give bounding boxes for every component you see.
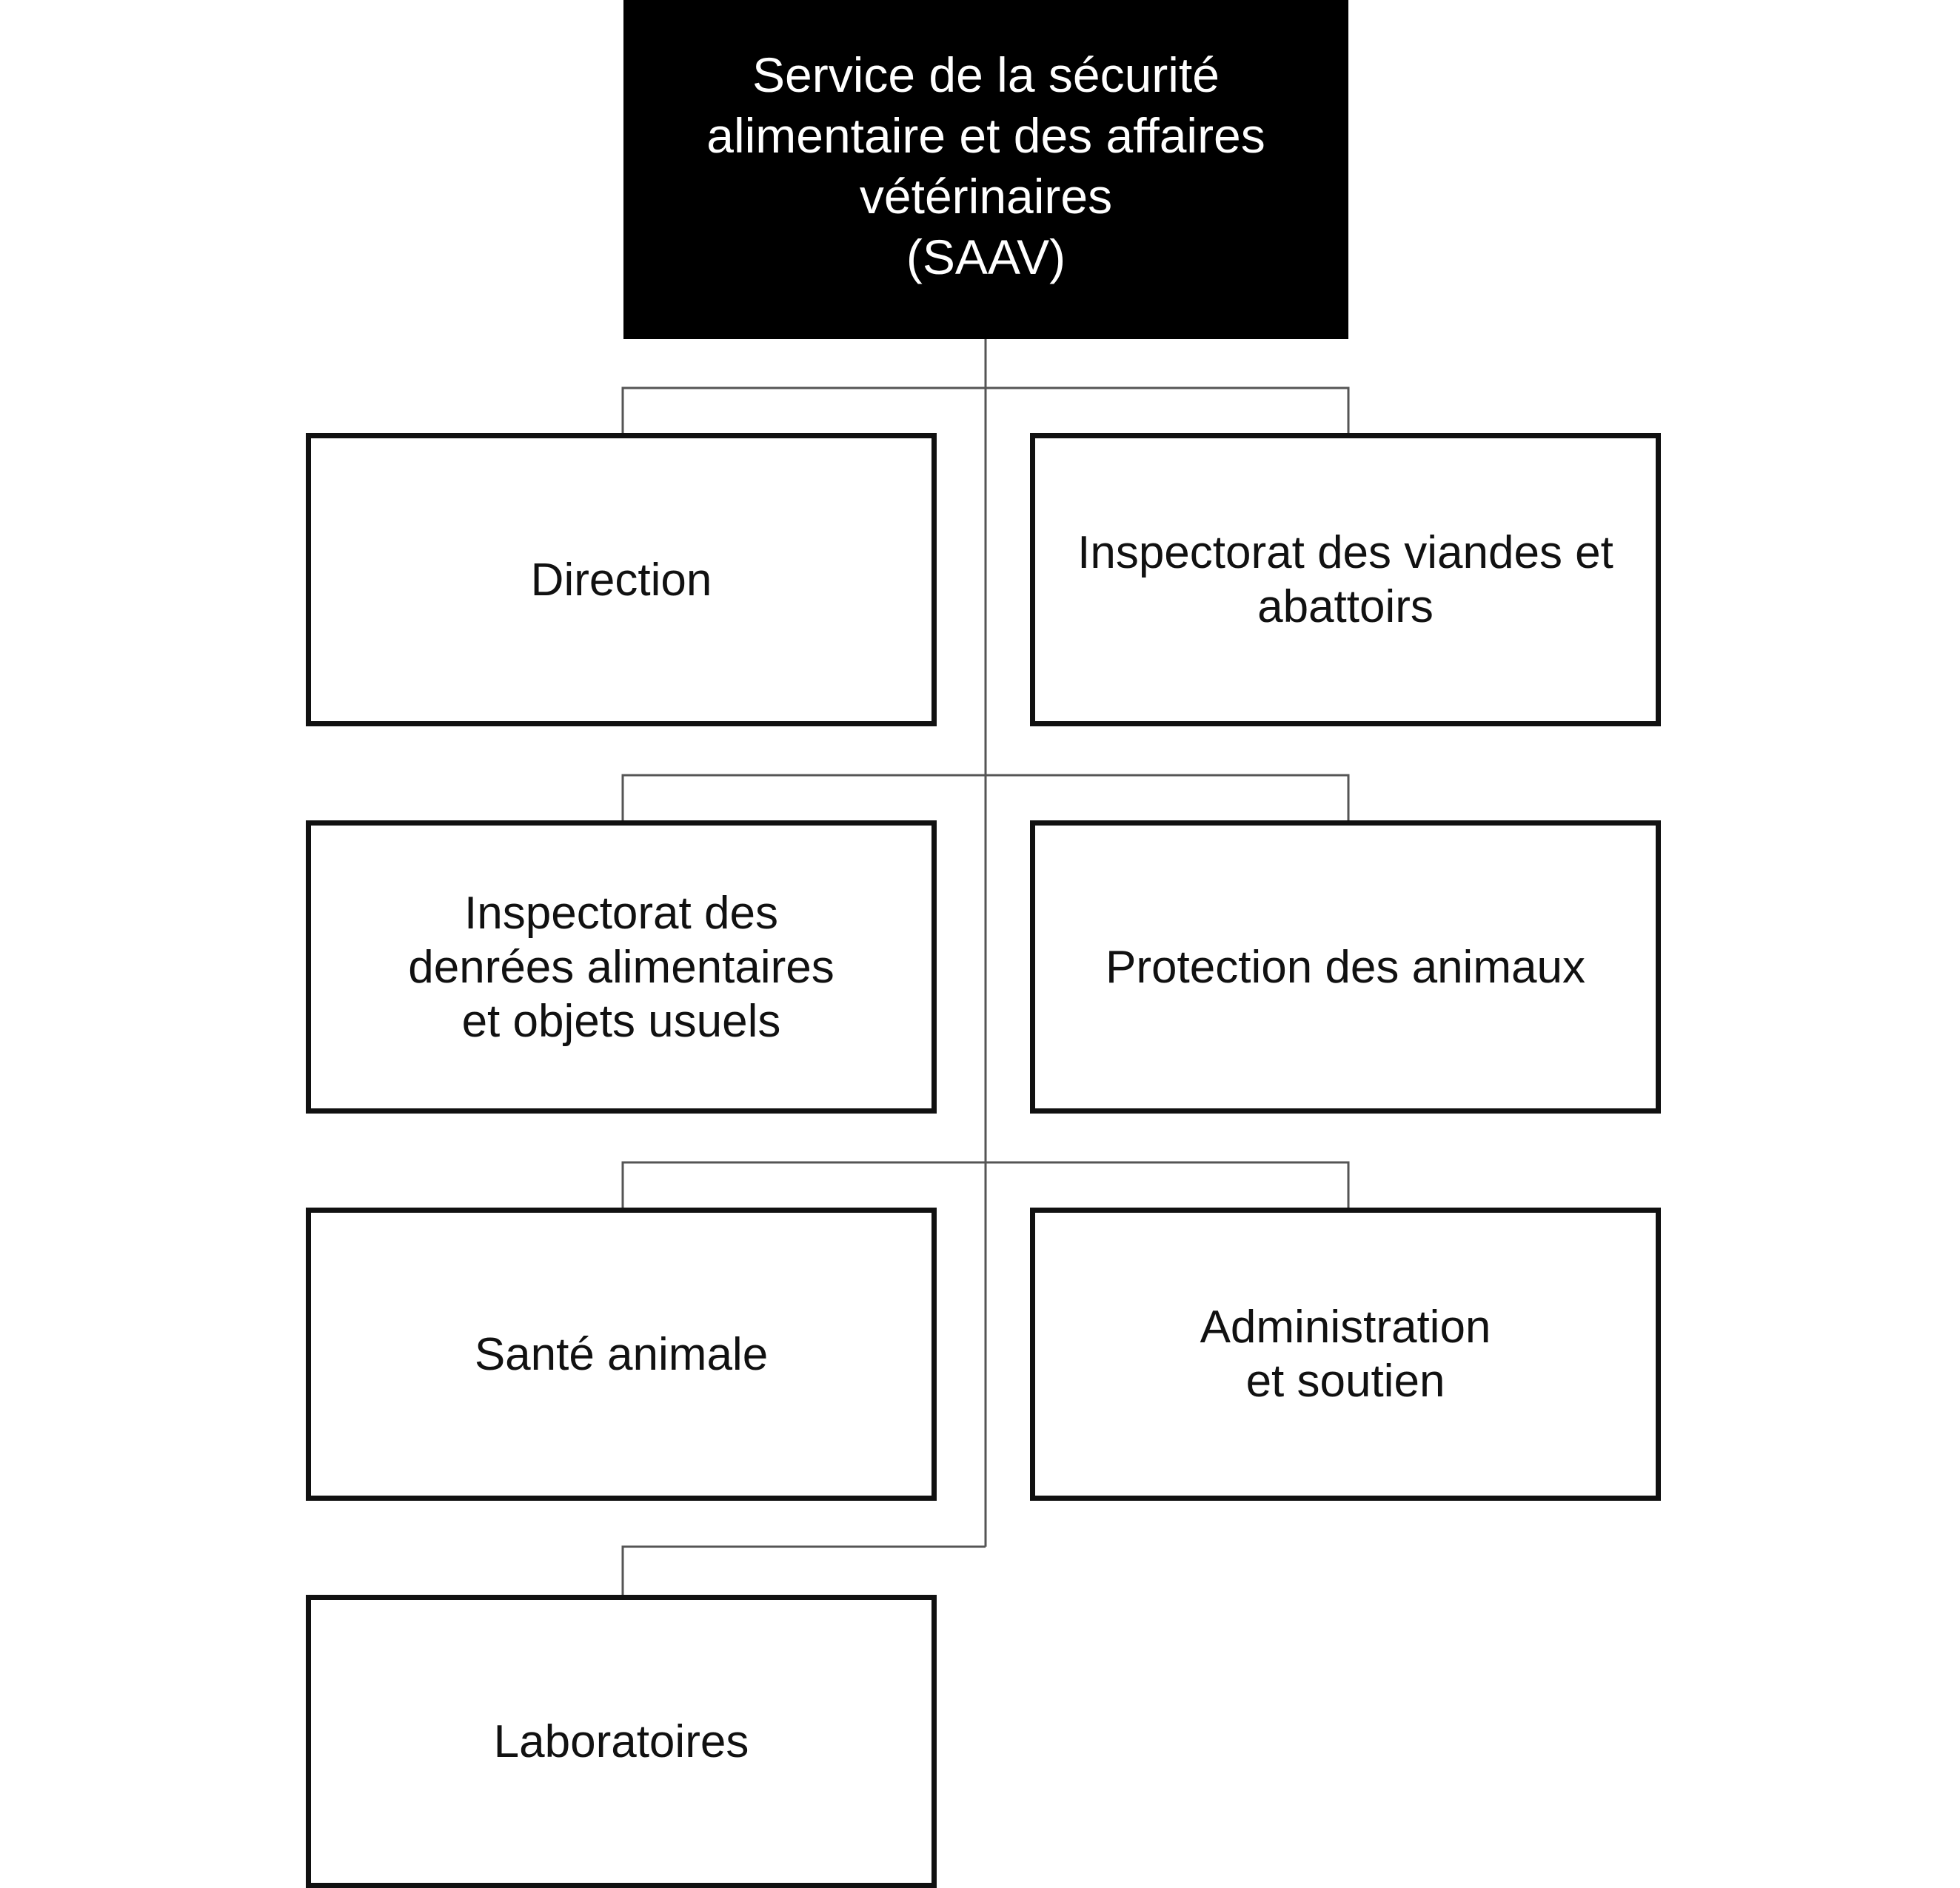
unit-label: Direction: [530, 554, 712, 606]
root-node-label: Service de la sécurité alimentaire et de…: [706, 47, 1265, 284]
unit-administration-soutien: Administration et soutien: [1030, 1208, 1661, 1501]
unit-label: Laboratoires: [493, 1715, 749, 1767]
branch-row-1: [621, 386, 1350, 433]
unit-direction: Direction: [306, 433, 937, 726]
root-node-saav: Service de la sécurité alimentaire et de…: [623, 0, 1348, 339]
unit-inspectorat-viandes-abattoirs: Inspectorat des viandes et abattoirs: [1030, 433, 1661, 726]
unit-label: Santé animale: [474, 1328, 769, 1380]
branch-row-2: [621, 774, 1350, 820]
unit-sante-animale: Santé animale: [306, 1208, 937, 1501]
unit-label: Inspectorat des viandes et abattoirs: [1077, 527, 1613, 632]
branch-row-4: [621, 1545, 986, 1595]
unit-inspectorat-denrees-alimentaires: Inspectorat des denrées alimentaires et …: [306, 820, 937, 1114]
unit-label: Protection des animaux: [1106, 941, 1585, 993]
branch-row-3: [621, 1161, 1350, 1208]
unit-laboratoires: Laboratoires: [306, 1595, 937, 1888]
unit-protection-animaux: Protection des animaux: [1030, 820, 1661, 1114]
unit-label: Administration et soutien: [1200, 1302, 1491, 1407]
unit-label: Inspectorat des denrées alimentaires et …: [408, 887, 834, 1047]
